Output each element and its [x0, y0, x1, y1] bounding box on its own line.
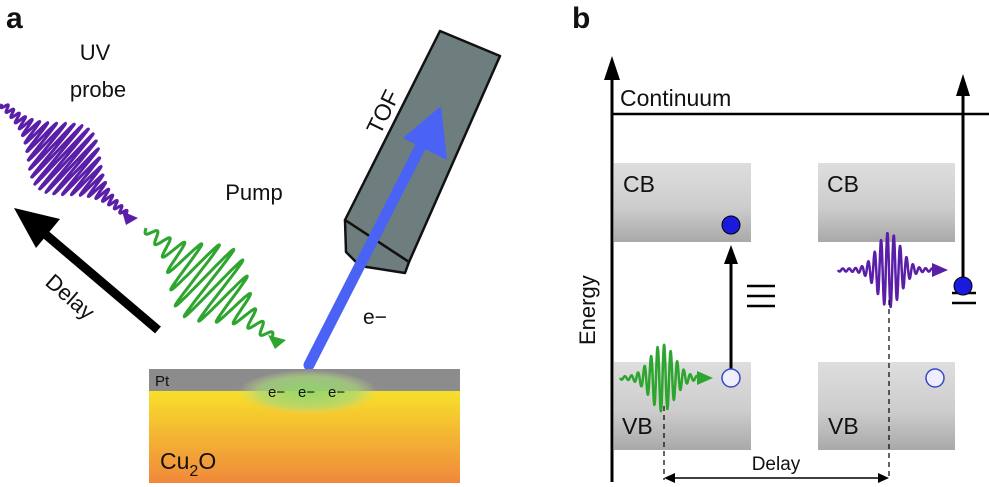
energy-axis-arrowhead: [604, 56, 620, 80]
cb-right-band: [818, 163, 955, 242]
trapped-electron: [953, 276, 973, 296]
pump-arrowhead-b: [697, 371, 713, 385]
pt-label: Pt: [155, 373, 170, 390]
probe-pulse-b: [836, 231, 942, 309]
excited-electron: [721, 215, 741, 235]
panel-a-letter: a: [6, 2, 23, 35]
uv-probe-label-2: probe: [70, 77, 126, 102]
surface-electron-3: e−: [328, 384, 345, 401]
surface-electron-2: e−: [298, 384, 315, 401]
photoelectron-arrow-shaft: [303, 126, 434, 371]
energy-axis-label: Energy: [575, 275, 600, 345]
cb-right-label: CB: [827, 171, 859, 197]
delay-arrow-shaft: [35, 224, 161, 334]
uv-probe-arrowhead: [122, 211, 138, 225]
cb-left-label: CB: [623, 171, 655, 197]
probe-arrowhead-b: [932, 263, 948, 277]
vb-right-label: VB: [828, 413, 859, 439]
delay-label-b: Delay: [752, 454, 801, 475]
excited-region: [238, 370, 378, 414]
photoemission-arrowhead: [956, 74, 970, 96]
hole-right: [925, 368, 945, 388]
photoelectron-label: e−: [363, 306, 387, 329]
vb-left-label: VB: [622, 413, 653, 439]
pump-pulse-b: [618, 343, 707, 413]
pump-pulse: [143, 227, 275, 339]
delay-span-left-head: [664, 473, 675, 483]
photoelectron-arrowhead: [403, 106, 447, 160]
cu2o-label: Cu2O: [160, 448, 216, 480]
pump-label: Pump: [225, 180, 282, 205]
delay-span-right-head: [878, 473, 889, 483]
panel-b-letter: b: [572, 2, 590, 35]
delay-arrowhead: [14, 208, 60, 248]
surface-electron-1: e−: [268, 384, 285, 401]
continuum-label: Continuum: [620, 85, 731, 111]
uv-probe-pulse: [0, 103, 129, 215]
pump-arrowhead: [268, 335, 286, 349]
uv-probe-label-1: UV: [80, 40, 111, 65]
hole-left: [721, 368, 741, 388]
excitation-arrowhead: [724, 245, 738, 264]
